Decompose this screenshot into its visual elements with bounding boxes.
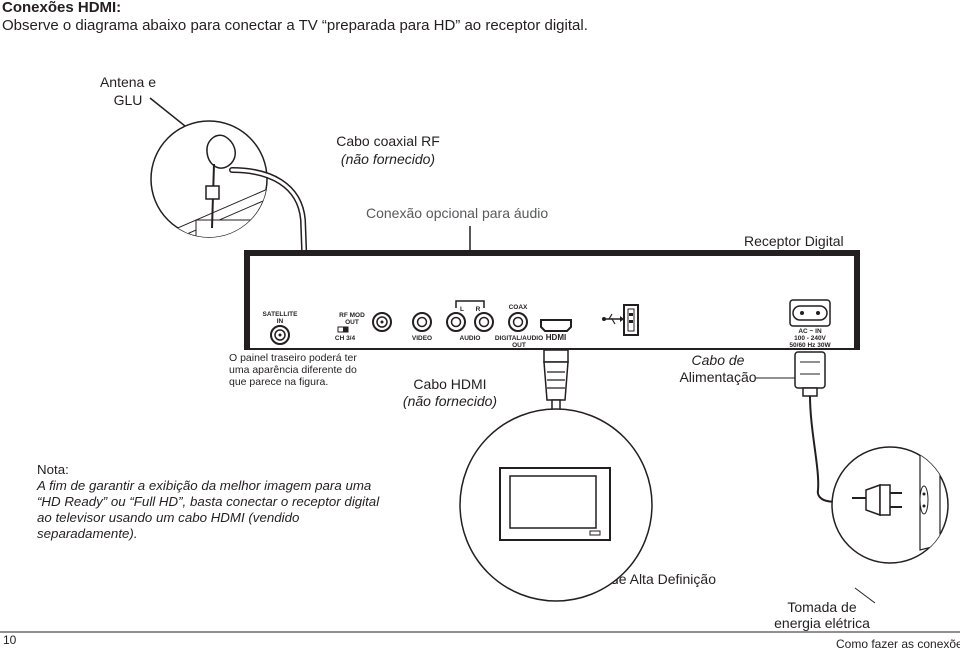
video-port (412, 312, 432, 332)
audio-r-label: R (476, 306, 481, 313)
power-cable-plug (794, 351, 826, 397)
tv-circle (459, 408, 653, 602)
antenna-pointer (149, 97, 191, 131)
coax-label: COAX (509, 304, 528, 311)
audio-label: AUDIO (460, 335, 481, 342)
power-cable-label-line1: Cabo de (691, 352, 745, 368)
receiver-label: Receptor Digital (744, 233, 844, 249)
antenna-label-line1: Antena e (99, 74, 157, 90)
panel-note: O painel traseiro poderá ter uma aparênc… (229, 352, 357, 388)
receiver-back-panel (244, 250, 860, 350)
hdmi-cable-label-line2: (não fornecido) (402, 393, 498, 409)
audio-optional-label: Conexão opcional para áudio (366, 205, 549, 221)
page-title: Conexões HDMI: (2, 0, 122, 16)
outlet-label-line1: Tomada de (787, 599, 857, 615)
power-cable-label-line2: Alimentação (679, 369, 757, 385)
hdmi-cable-plug (543, 349, 569, 411)
coax-digital-port (508, 312, 528, 332)
intro-text: Observe o diagrama abaixo para conectar … (2, 17, 588, 34)
antenna-label: Antena e GLU (78, 73, 178, 109)
coax-cable-label: Cabo coaxial RF (não fornecido) (318, 132, 458, 168)
coax-cable-label-line2: (não fornecido) (340, 151, 436, 167)
hdmi-logo: HDMI (546, 333, 566, 342)
ac-in-port (789, 299, 831, 327)
wall-plug-icon (852, 483, 902, 517)
satellite-in-port (270, 325, 290, 345)
outlet-pointer (854, 587, 876, 604)
footer-section: Como fazer as conexões (836, 637, 960, 651)
hdmi-cable-label-line1: Cabo HDMI (413, 376, 487, 392)
outlet-circle (831, 446, 949, 564)
audio-l-label: L (460, 306, 464, 313)
outlet-label: Tomada de energia elétrica (762, 599, 882, 631)
note-box: Nota: A fim de garantir a exibição da me… (37, 462, 397, 542)
outlet-label-line2: energia elétrica (774, 615, 870, 631)
audio-r-port (474, 312, 494, 332)
tv-icon (499, 467, 611, 541)
usb-icon (602, 313, 624, 325)
audio-bracket (455, 300, 485, 308)
antenna-wall-icon (150, 120, 268, 238)
hdmi-cable-label: Cabo HDMI (não fornecido) (400, 376, 500, 410)
hdmi-port (540, 319, 572, 332)
ch-label: CH 3/4 (335, 335, 356, 342)
video-label: VIDEO (412, 335, 432, 342)
audio-l-port (446, 312, 466, 332)
coax-cable-label-line1: Cabo coaxial RF (336, 133, 440, 149)
power-cable-label: Cabo de Alimentação (668, 352, 768, 386)
page-number: 10 (3, 633, 17, 647)
rf-mod-out-port (372, 312, 392, 332)
note-title: Nota: (37, 462, 69, 477)
note-body: A fim de garantir a exibição da melhor i… (37, 478, 380, 541)
antenna-label-line2: GLU (113, 92, 143, 108)
usb-port (623, 304, 639, 336)
